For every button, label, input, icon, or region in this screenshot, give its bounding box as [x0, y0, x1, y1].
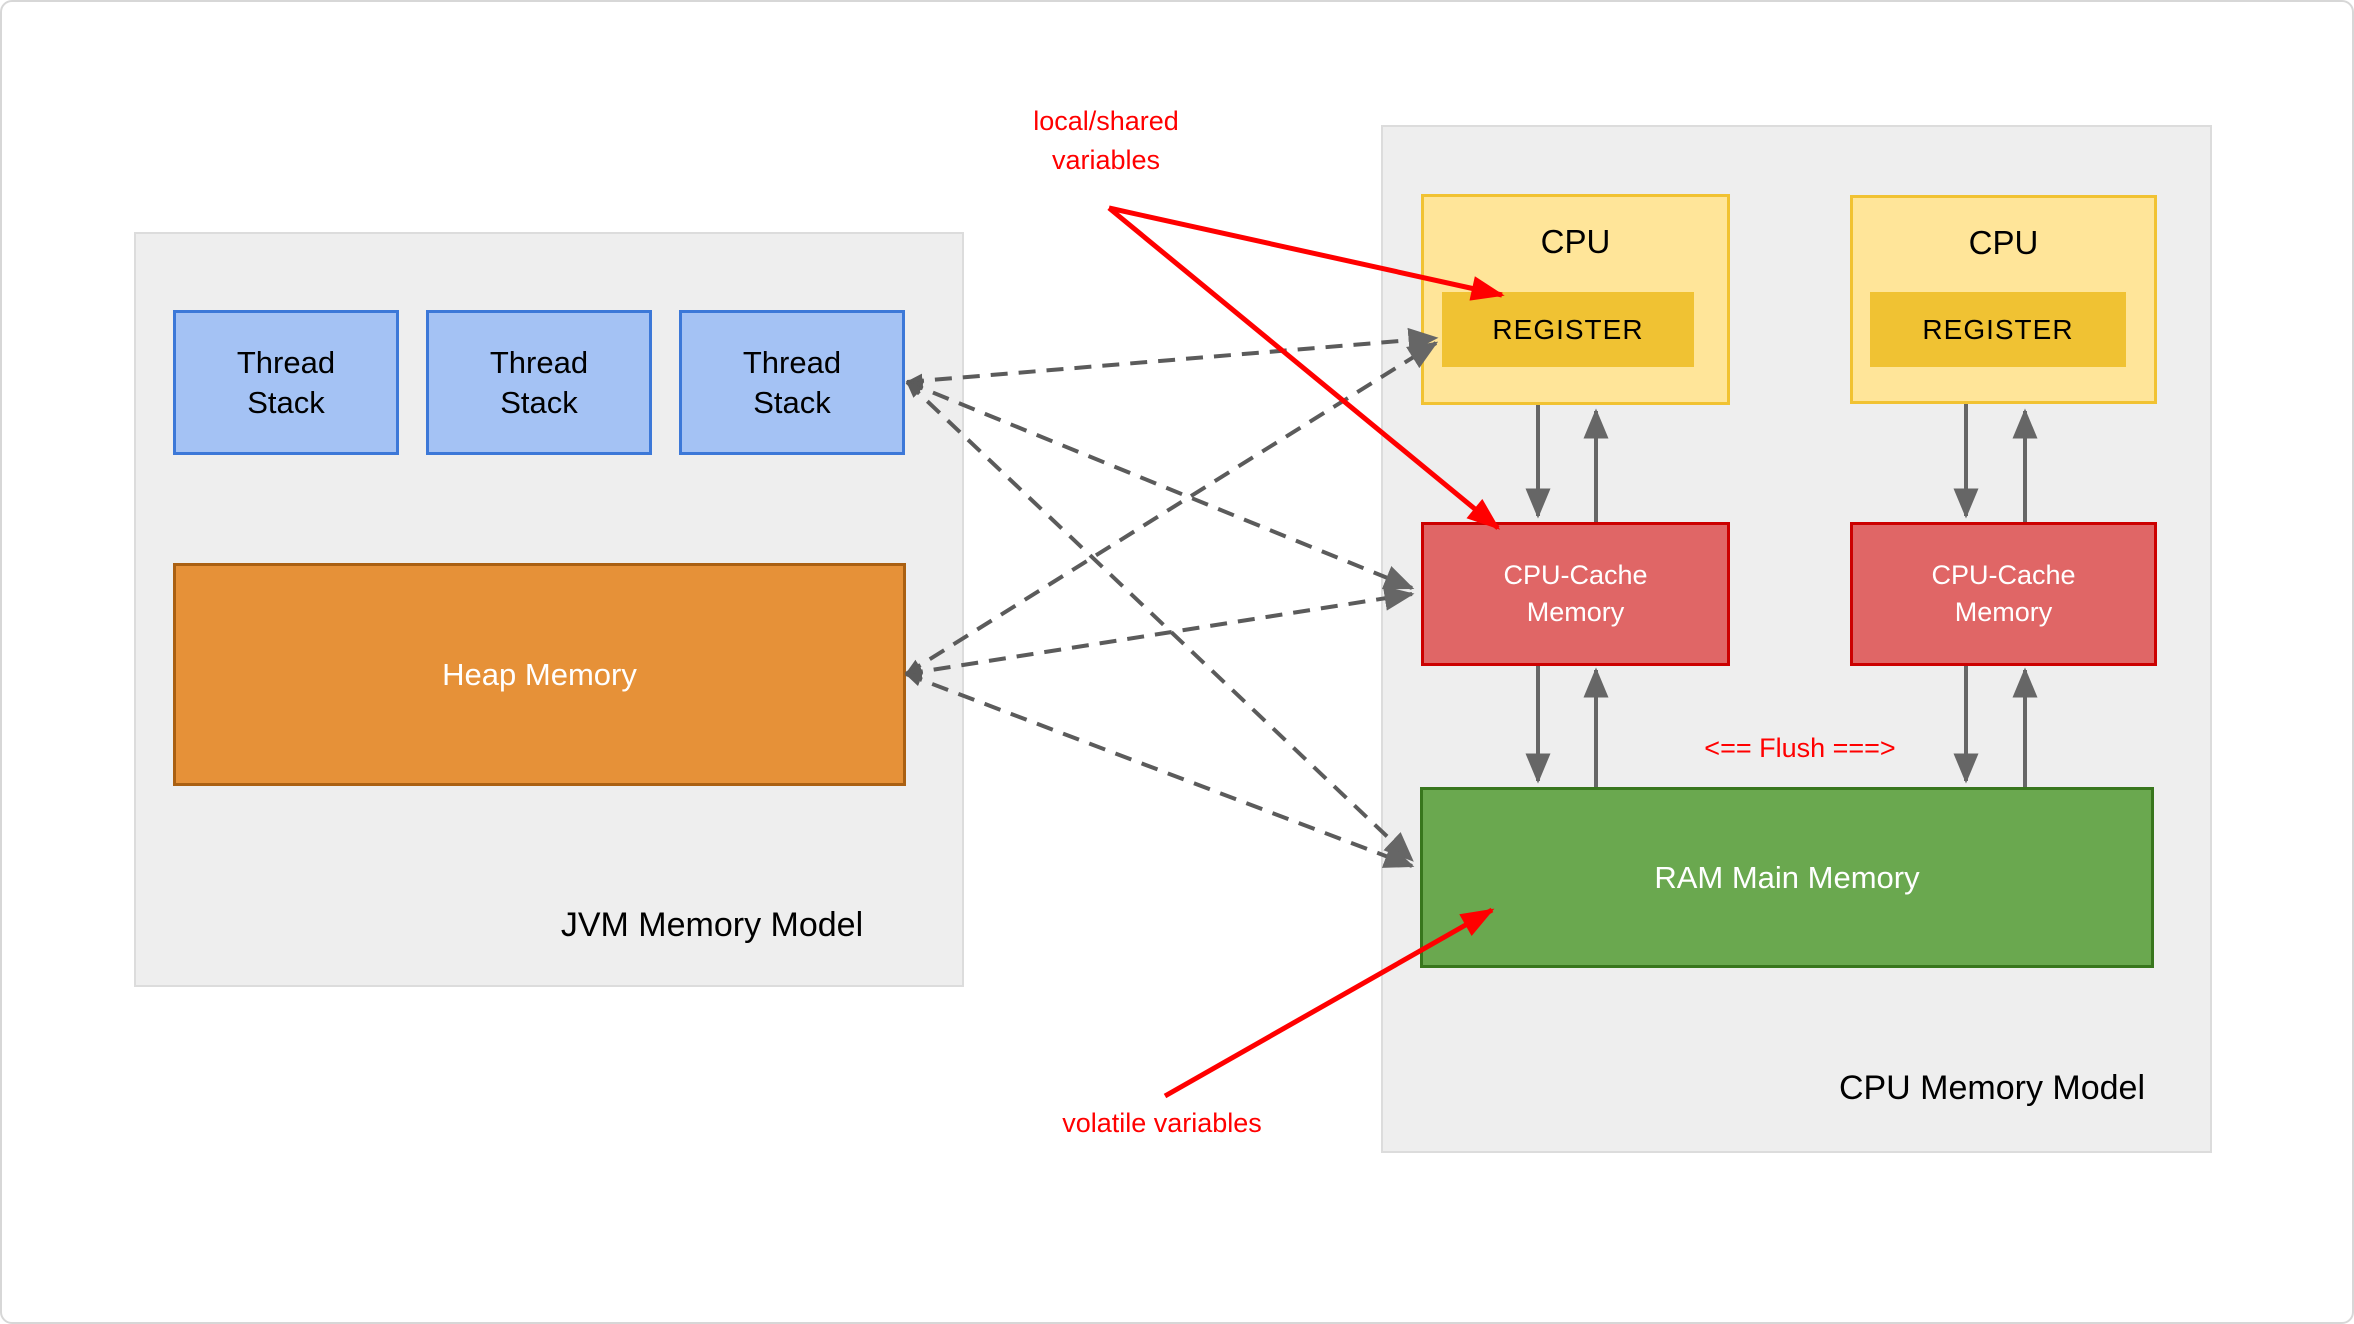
- cpu-cache-memory-box-2: CPU-Cache Memory: [1850, 522, 2157, 666]
- thread-stack-box-3: Thread Stack: [679, 310, 905, 455]
- register-box-2: REGISTER: [1870, 292, 2126, 367]
- dashed-arrows-heap: [904, 341, 1439, 868]
- cpu-memory-model-title: CPU Memory Model: [1838, 1069, 2146, 1107]
- jvm-memory-model-title: JVM Memory Model: [560, 906, 864, 944]
- volatile-variables-label: volatile variables: [1062, 1108, 1262, 1138]
- dashed-arrow-threadstack-to-cache: [905, 380, 1415, 590]
- register-box-1: REGISTER: [1442, 292, 1694, 367]
- flush-label: <== Flush ===>: [1704, 733, 1896, 763]
- dashed-arrow-threadstack-to-ram: [905, 380, 1414, 862]
- dashed-arrow-threadstack-to-register: [905, 327, 1439, 388]
- thread-stack-box-1: Thread Stack: [173, 310, 399, 455]
- dashed-arrow-heap-to-cache: [904, 585, 1415, 679]
- cpu-cache-memory-box-1: CPU-Cache Memory: [1421, 522, 1730, 666]
- thread-stack-box-2: Thread Stack: [426, 310, 652, 455]
- dashed-arrows-thread-stack: [905, 327, 1439, 862]
- local-shared-variables-label: local/shared variables: [1033, 106, 1179, 175]
- dashed-arrow-heap-to-register: [904, 341, 1439, 676]
- heap-memory-box: Heap Memory: [173, 563, 906, 786]
- dashed-arrow-heap-to-ram: [904, 672, 1415, 868]
- ram-main-memory-box: RAM Main Memory: [1420, 787, 2154, 968]
